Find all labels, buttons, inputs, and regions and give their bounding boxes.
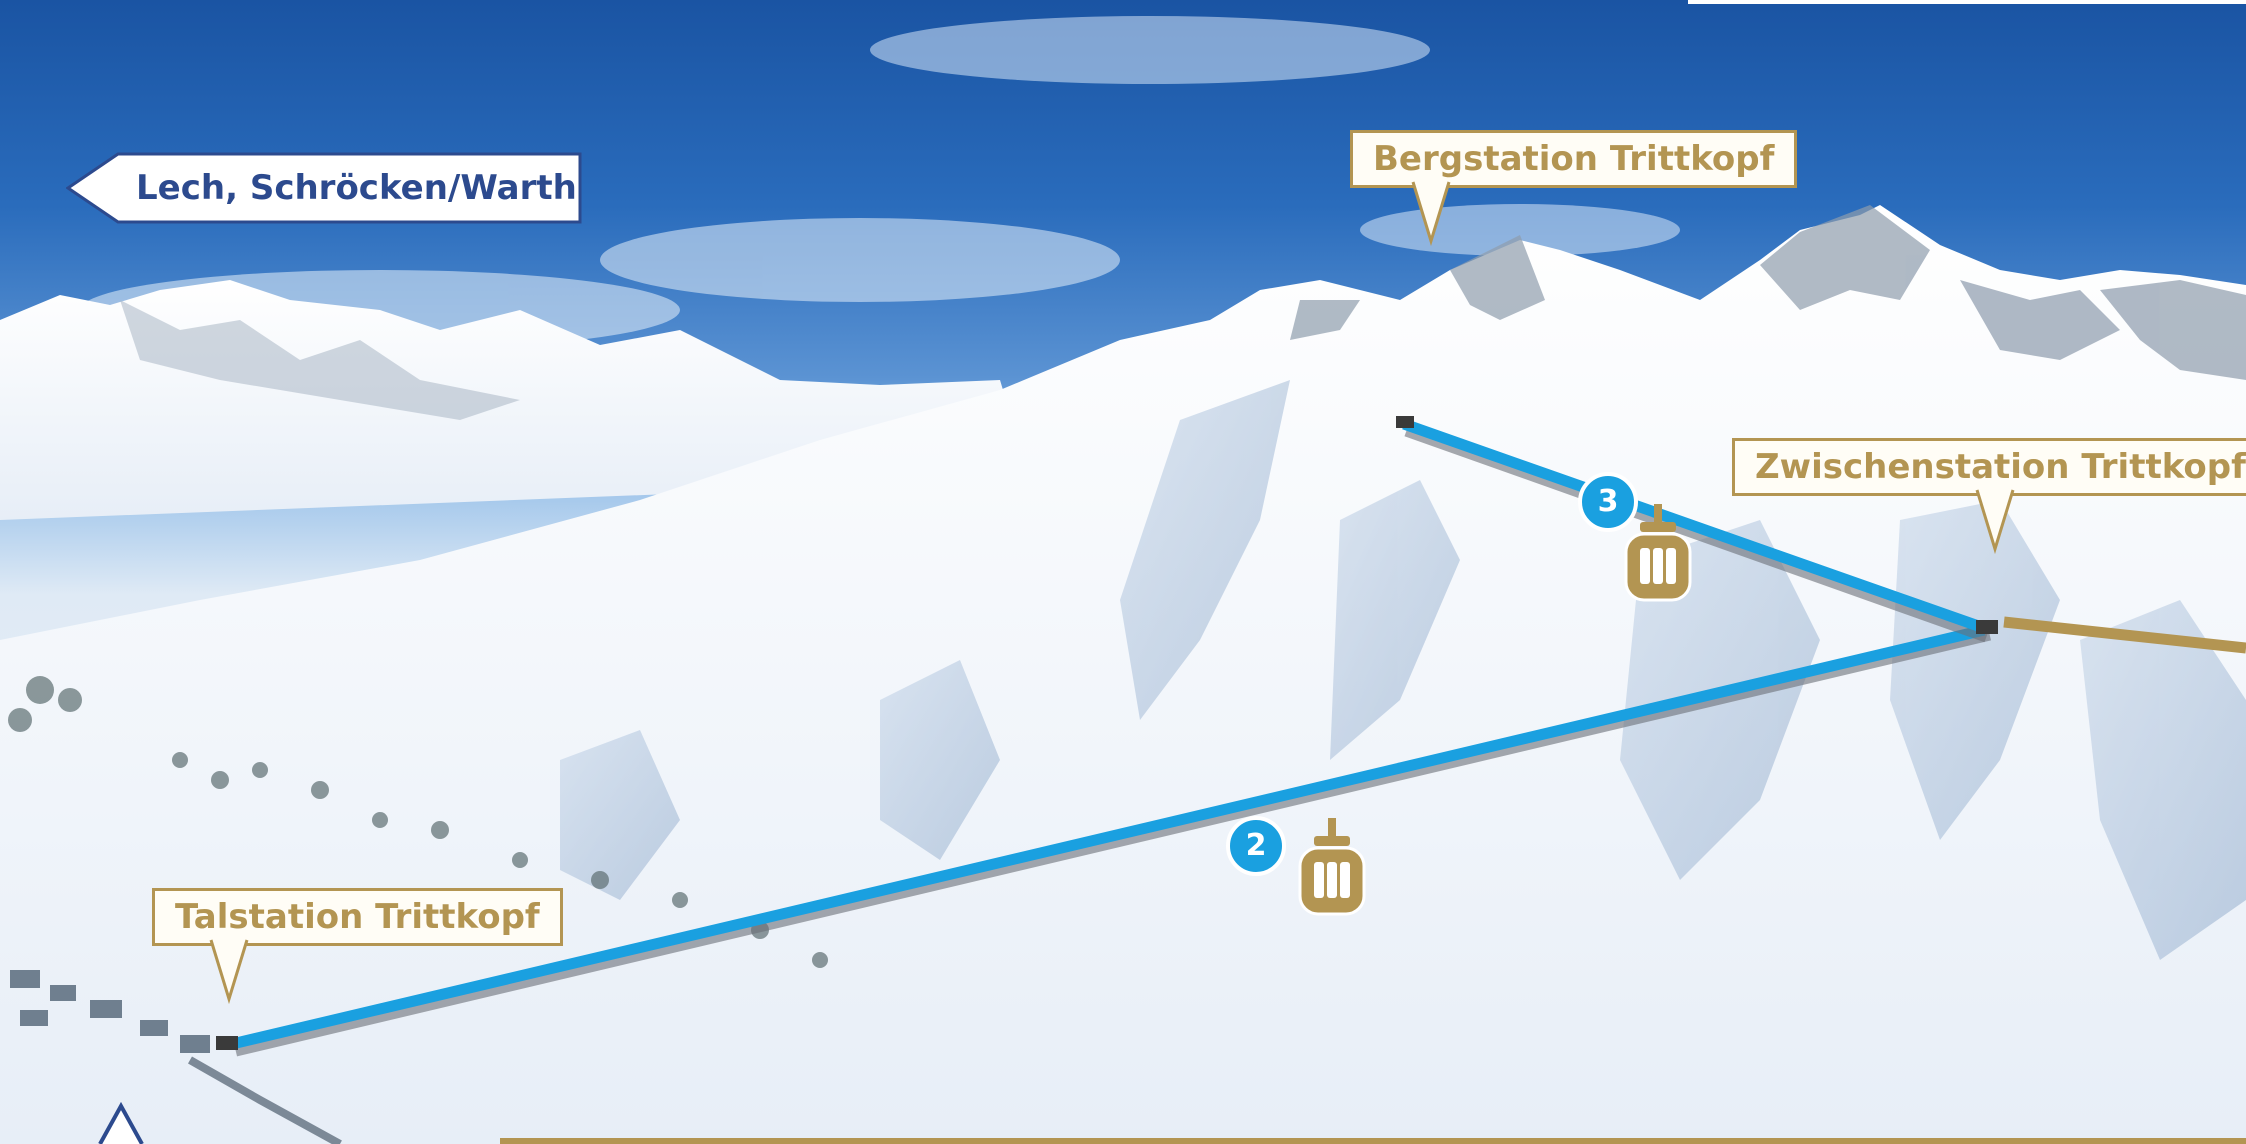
station-label-talstation[interactable]: Talstation Trittkopf: [152, 888, 563, 1005]
valley-road: [188, 1056, 342, 1144]
station-label-text: Zwischenstation Trittkopf: [1755, 447, 2246, 487]
zwischenstation-building: [1976, 620, 1998, 634]
lift-number-badge[interactable]: 2: [1226, 816, 1286, 876]
direction-sign-label: Lech, Schröcken/Warth: [136, 168, 577, 208]
label-pointer: [1975, 489, 2015, 555]
lift-2-line-shadow: [234, 631, 1992, 1057]
top-white-strip: [1688, 0, 2246, 4]
station-label-text: Bergstation Trittkopf: [1373, 139, 1775, 179]
lift-3-line-shadow: [1404, 427, 1988, 643]
lift-3-line: [1402, 418, 1986, 634]
station-label-bergstation[interactable]: Bergstation Trittkopf: [1350, 130, 1798, 247]
label-pointer: [209, 939, 249, 1005]
arrow-left-icon: [66, 152, 582, 224]
triangle-marker-icon: [98, 1102, 144, 1144]
bottom-gold-bar: [500, 1138, 2246, 1144]
bergstation-building: [1396, 416, 1414, 428]
connection-line: [2003, 616, 2246, 654]
far-ridge-rocks: [120, 300, 520, 420]
gondola-icon: [1622, 504, 1694, 604]
station-label-text: Talstation Trittkopf: [175, 897, 540, 937]
lift-2-line: [230, 624, 1986, 1050]
label-pointer: [1411, 181, 1451, 247]
gondola-icon: [1296, 818, 1368, 918]
forest: [8, 676, 828, 968]
lift-number-badge[interactable]: 3: [1578, 472, 1638, 532]
talstation-building: [216, 1036, 238, 1050]
direction-sign-lech[interactable]: Lech, Schröcken/Warth: [66, 152, 582, 224]
village: [10, 970, 210, 1053]
station-label-zwischenstation[interactable]: Zwischenstation Trittkopf: [1732, 438, 2246, 555]
rock-faces: [1290, 205, 2246, 380]
